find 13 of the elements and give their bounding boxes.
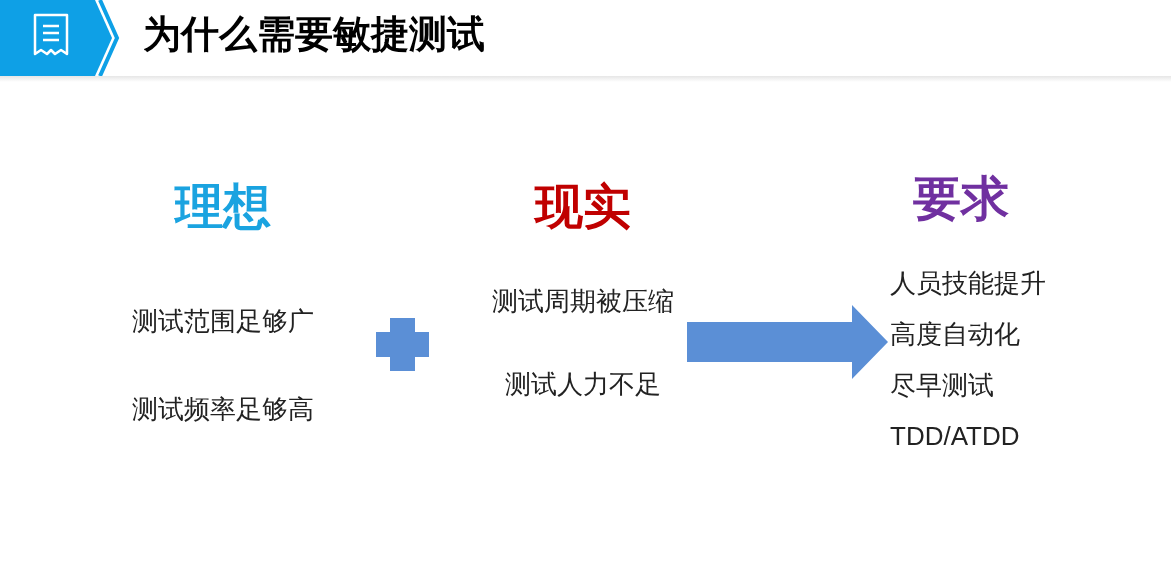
- list-item: TDD/ATDD: [890, 421, 1020, 453]
- column-heading: 理想: [173, 179, 272, 235]
- list-item: 测试人力不足: [504, 368, 661, 400]
- list-item: 高度自动化: [890, 318, 1020, 350]
- column-heading: 要求: [913, 171, 1009, 227]
- list-item: 测试范围足够广: [130, 306, 315, 338]
- column-heading: 现实: [534, 179, 631, 235]
- list-item: 尽早测试: [890, 369, 994, 402]
- list-item: 测试周期被压缩: [491, 285, 674, 317]
- block-arrow: [687, 305, 888, 379]
- page-title: 为什么需要敏捷测试: [143, 12, 485, 57]
- list-item: 人员技能提升: [890, 267, 1046, 299]
- list-item: 测试频率足够高: [130, 394, 315, 426]
